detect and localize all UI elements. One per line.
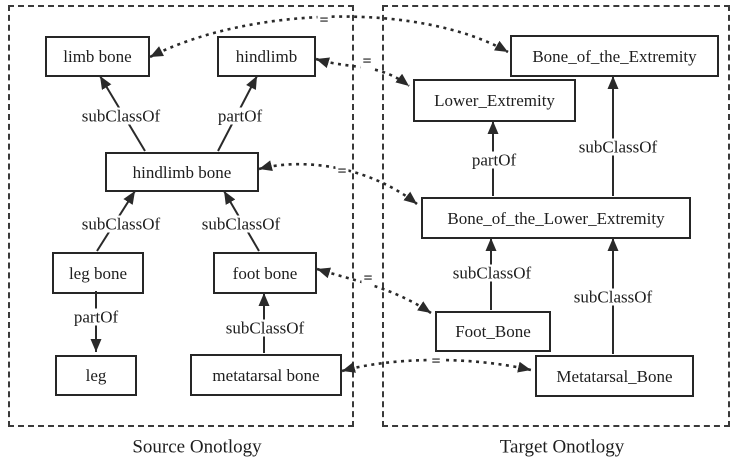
node-label: Bone_of_the_Extremity: [532, 46, 697, 66]
node-label: Bone_of_the_Lower_Extremity: [447, 208, 665, 228]
edge-label-subclassof: subClassOf: [199, 214, 283, 234]
node-hindlimb-bone: hindlimb bone: [105, 152, 259, 192]
node-lower-extremity: Lower_Extremity: [413, 79, 576, 122]
edge-label-subclassof: subClassOf: [450, 263, 534, 283]
source-ontology-caption: Source Onotlogy: [132, 436, 262, 458]
node-label: leg bone: [68, 263, 128, 283]
node-foot-bone-target: Foot_Bone: [435, 311, 551, 352]
node-leg: leg: [55, 355, 137, 396]
node-foot-bone: foot bone: [213, 252, 317, 294]
edge-label-subclassof: subClassOf: [79, 214, 163, 234]
node-label: Foot_Bone: [455, 322, 531, 341]
node-metatarsal-bone-target: Metatarsal_Bone: [535, 355, 694, 397]
edge-label-partof: partOf: [215, 106, 265, 126]
target-ontology-caption: Target Onotlogy: [499, 436, 625, 458]
node-bone-of-the-extremity: Bone_of_the_Extremity: [510, 35, 719, 77]
node-leg-bone: leg bone: [52, 252, 144, 294]
node-limb-bone: limb bone: [45, 36, 150, 77]
edge-label-partof: partOf: [469, 150, 519, 170]
edge-label-subclassof: subClassOf: [223, 318, 307, 338]
edge-label-subclassof: subClassOf: [576, 137, 660, 157]
mapping-equals-label: =: [429, 353, 443, 370]
node-label: metatarsal bone: [212, 365, 320, 385]
edge-label-subclassof: subClassOf: [571, 287, 655, 307]
node-label: leg: [85, 366, 107, 385]
node-label: Lower_Extremity: [434, 91, 555, 110]
node-hindlimb: hindlimb: [217, 36, 316, 77]
mapping-equals-label: =: [360, 53, 374, 70]
mapping-equals-label: =: [335, 163, 349, 180]
target-ontology-container: [382, 5, 730, 427]
mapping-equals-label: =: [361, 270, 375, 287]
node-bone-of-the-lower-extremity: Bone_of_the_Lower_Extremity: [421, 197, 691, 239]
node-label: foot bone: [232, 263, 298, 283]
edge-label-subclassof: subClassOf: [79, 106, 163, 126]
node-metatarsal-bone: metatarsal bone: [190, 354, 342, 396]
edge-label-partof: partOf: [71, 307, 121, 327]
node-label: limb bone: [63, 47, 132, 66]
node-label: Metatarsal_Bone: [556, 366, 673, 386]
mapping-equals-label: =: [317, 12, 331, 29]
source-ontology-container: [8, 5, 354, 427]
node-label: hindlimb bone: [132, 162, 232, 182]
node-label: hindlimb: [235, 47, 298, 66]
